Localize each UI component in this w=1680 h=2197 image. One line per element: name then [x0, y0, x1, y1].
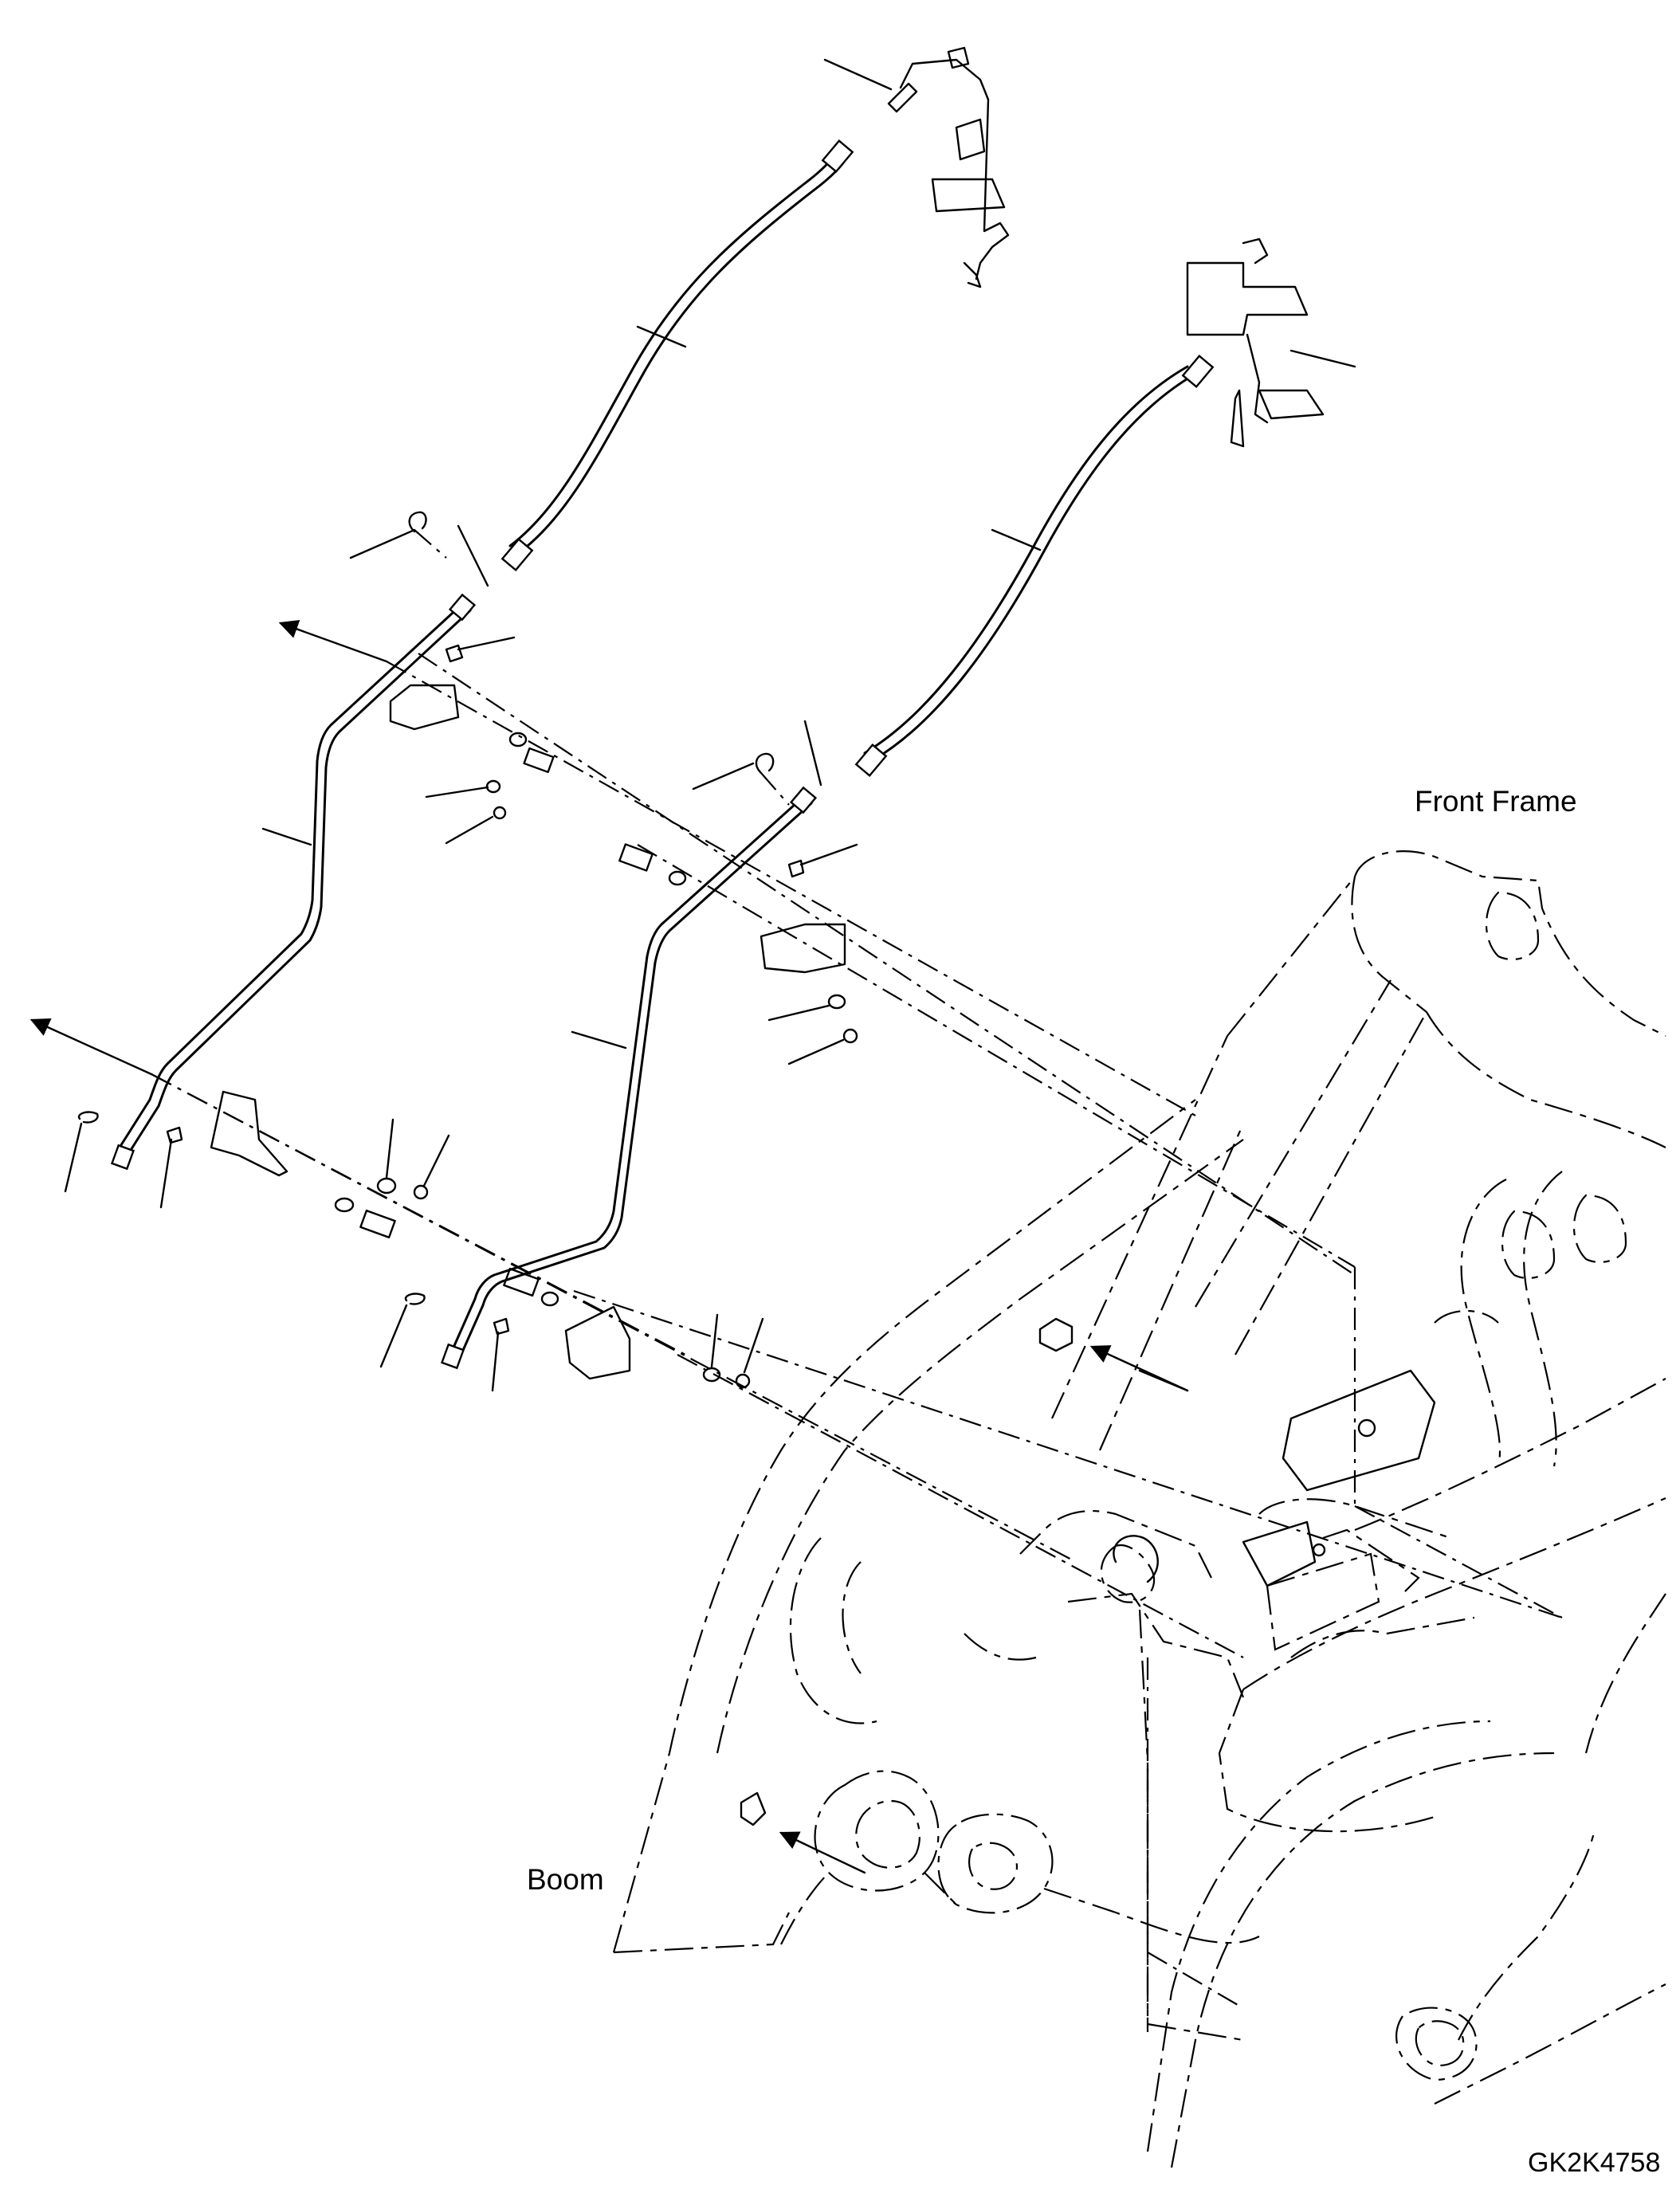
boom-label: Boom: [527, 1863, 604, 1896]
front-frame-label: Front Frame: [1415, 785, 1577, 818]
drawing-number: GK2K4758: [1528, 2148, 1661, 2178]
boom-outline: [612, 1099, 1260, 2042]
right-hydraulic-line: [404, 237, 1325, 1389]
front-frame-outline: [1051, 850, 1666, 2168]
mount-blocks: [740, 1317, 1436, 1826]
reference-arrows: [29, 620, 1189, 1874]
left-hydraulic-line: [77, 46, 1010, 1239]
callout-leaders: [64, 58, 1356, 1392]
alignment-lines: [151, 529, 1563, 2009]
